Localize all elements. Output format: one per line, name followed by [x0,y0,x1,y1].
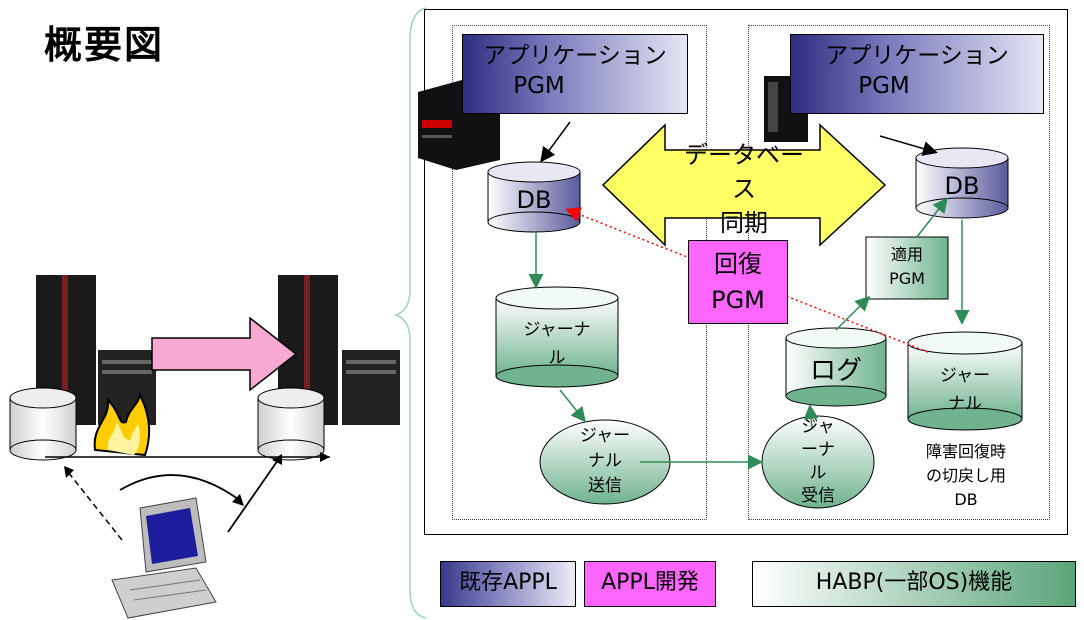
apply-pgm-line1: 適用 [890,245,923,264]
apply-pgm-label: 適用 PGM [866,243,948,291]
journal-recv-line4: 受信 [801,486,835,506]
journal-right-line1: ジャー [939,366,991,386]
journal-recv-line3: ル [809,463,827,483]
journal-recv-label: ジャ ーナ ル 受信 [780,416,856,508]
page-title: 概要図 [44,23,165,67]
journal-right-cylinder [907,331,1023,431]
system-frame [424,9,1068,535]
legend-habp-function: HABP(一部OS)機能 [752,561,1076,607]
db-right-label: DB [944,172,980,200]
db-sync-label-line1: データベー [684,141,804,169]
journal-send-line3: 送信 [588,476,622,496]
rollback-note-line2: の切戻し用 [925,466,1006,485]
right-application-box: アプリケーション PGM [790,34,1044,114]
fire-icon [93,391,151,457]
db-left-label: DB [516,186,552,214]
legend-existing-appl: 既存APPL [440,561,576,607]
journal-left-label: ジャーナ ル [496,316,618,372]
right-application-title: アプリケーション [825,43,1009,69]
rollback-note-line1: 障害回復時 [925,442,1006,461]
journal-recv-line1: ジャ [801,417,835,437]
overview-illustration [9,275,400,619]
rollback-note: 障害回復時 の切戻し用 DB [902,440,1030,512]
db-sync-label: データベー ス 同期 [664,138,824,240]
journal-send-line2: ナル [588,451,622,471]
journal-right-label: ジャー ナル [908,362,1022,418]
apply-pgm-box [865,236,949,300]
recovery-pgm-box: 回復 PGM [688,240,788,324]
journal-left-cylinder [495,286,619,388]
journal-send-label: ジャー ナル 送信 [545,424,665,499]
left-application-pgm: PGM [513,73,565,99]
recovery-line2: PGM [711,286,765,314]
failover-arrow [151,316,298,392]
apply-pgm-line2: PGM [889,269,925,288]
right-application-pgm: PGM [858,73,910,99]
rollback-note-line3: DB [954,490,978,509]
db-left-cylinder [487,161,581,233]
db-sync-label-line2: ス [732,175,756,203]
legend-appl-development: APPL開発 [584,561,716,607]
db-sync-arrow [601,123,887,247]
journal-left-line2: ル [548,348,566,368]
client-pc-icon [111,497,217,619]
log-label: ログ [809,356,862,386]
db-sync-label-line3: 同期 [720,209,768,237]
log-cylinder [785,327,887,407]
journal-send-line1: ジャー [579,426,631,446]
left-disk-icon [9,387,77,461]
journal-left-line1: ジャーナ [523,320,591,340]
recovery-line1: 回復 [714,250,762,278]
left-application-title: アプリケーション [483,43,667,69]
journal-right-line2: ナル [948,394,982,414]
left-application-box: アプリケーション PGM [462,34,688,114]
journal-recv-line2: ーナ [801,440,835,460]
right-disk-icon [257,387,325,461]
brace [393,7,427,619]
